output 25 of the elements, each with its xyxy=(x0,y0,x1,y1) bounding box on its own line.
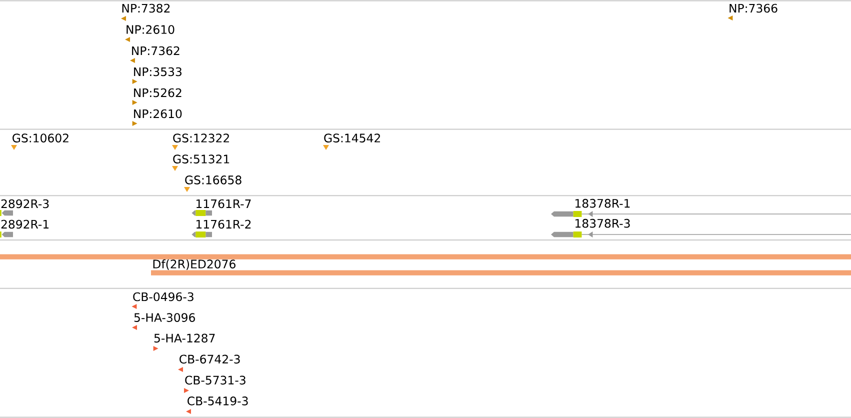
feature-label: NP:7362 xyxy=(132,46,180,56)
feature-label: GS:14542 xyxy=(324,134,380,142)
feature-label: NP:7382 xyxy=(122,4,170,13)
feature-label: NP:2610 xyxy=(126,25,174,34)
feature-label: 11761R-7 xyxy=(196,199,251,208)
feature-label: Df(2R)ED2076 xyxy=(153,259,236,270)
feature-label: NP:2610 xyxy=(134,109,182,118)
feature-label: NP:3533 xyxy=(134,67,182,76)
feature-label: GS:51321 xyxy=(173,154,230,164)
feature-label: CB-5419-3 xyxy=(188,396,248,406)
feature-label: 2892R-1 xyxy=(1,220,49,229)
feature-label: 2892R-3 xyxy=(1,199,49,208)
feature-label: NP:5262 xyxy=(134,88,182,98)
feature-label: GS:12322 xyxy=(173,134,229,142)
feature-label: GS:16658 xyxy=(185,176,242,184)
feature-label: 18378R-3 xyxy=(576,218,630,228)
feature-label: 11761R-2 xyxy=(196,220,251,229)
feature-label: NP:7366 xyxy=(730,4,778,13)
feature-label: 18378R-1 xyxy=(576,198,630,208)
feature-label: CB-0496-3 xyxy=(133,292,194,302)
feature-label: GS:10602 xyxy=(12,134,68,142)
feature-label: CB-6742-3 xyxy=(180,354,240,364)
feature-label: 5-HA-1287 xyxy=(154,334,215,343)
feature-label: 5-HA-3096 xyxy=(134,313,195,322)
feature-label: CB-5731-3 xyxy=(185,376,246,385)
